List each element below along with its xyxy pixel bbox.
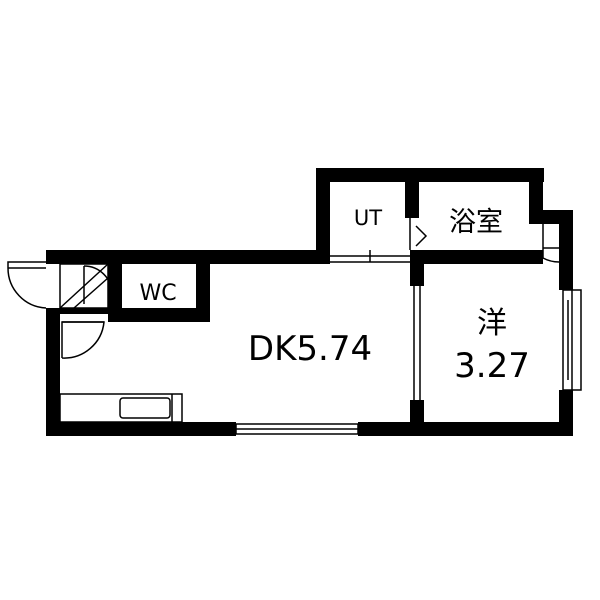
- room-label-bath: 浴室: [449, 207, 503, 238]
- wc-door: [83, 265, 113, 295]
- wall-divider-top: [410, 250, 424, 286]
- room-label-dk: DK5.74: [248, 329, 372, 369]
- walls: [46, 168, 573, 436]
- thin-lines: [7, 218, 582, 435]
- room-label-western-name: 洋: [477, 306, 507, 341]
- entrance-box: [59, 263, 109, 309]
- wall-ut-bath-divider: [405, 168, 419, 218]
- wall-bath-bottom: [410, 250, 543, 264]
- wall-bottom-left: [46, 422, 236, 436]
- wall-wc-right: [196, 250, 210, 320]
- kitchen-counter: [59, 393, 183, 423]
- wall-bottom-right: [358, 422, 573, 436]
- wall-left-lower: [46, 310, 60, 435]
- closet-door-arc: [542, 224, 560, 263]
- room-label-ut: UT: [354, 206, 382, 230]
- wall-entry-bottom: [46, 308, 108, 314]
- wall-top-annex: [316, 168, 544, 182]
- wall-top-left: [46, 250, 318, 264]
- wall-wc-left: [108, 250, 122, 320]
- kitchen-sink: [119, 397, 171, 419]
- wall-ut-left: [316, 168, 330, 264]
- wall-wc-bottom: [108, 308, 210, 322]
- room-label-western-area: 3.27: [454, 346, 530, 386]
- wall-right-upper: [559, 210, 573, 290]
- wall-left-upper: [46, 250, 60, 260]
- entrance-door: [7, 261, 47, 309]
- room-label-wc: WC: [139, 281, 176, 306]
- storage-door: [61, 321, 105, 359]
